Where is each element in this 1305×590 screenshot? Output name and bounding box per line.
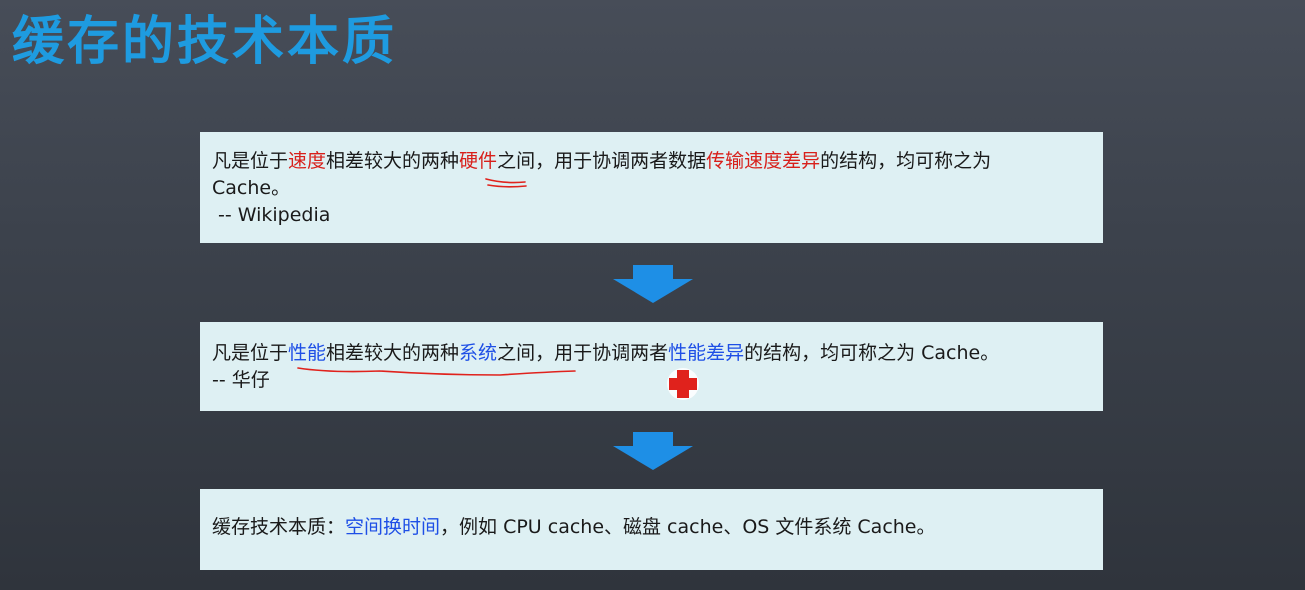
text-segment: 凡是位于 bbox=[212, 150, 289, 172]
down-arrow-icon bbox=[613, 265, 693, 303]
text-segment: Cache。 bbox=[212, 177, 291, 199]
down-arrow-icon bbox=[613, 432, 693, 470]
text-segment: ，例如 CPU cache、磁盘 cache、OS 文件系统 Cache。 bbox=[440, 516, 936, 538]
highlight-performance-diff: 性能差异 bbox=[668, 342, 745, 364]
highlight-space-for-time: 空间换时间 bbox=[345, 516, 441, 538]
text-segment: 凡是位于 bbox=[212, 342, 289, 364]
text-segment: 之间，用于协调两者数据 bbox=[497, 150, 707, 172]
definition-text: 凡是位于性能相差较大的两种系统之间，用于协调两者性能差异的结构，均可称之为 Ca… bbox=[212, 340, 1091, 367]
text-segment: 的结构，均可称之为 bbox=[820, 150, 992, 172]
text-segment: 缓存技术本质： bbox=[212, 516, 346, 538]
essence-text: 缓存技术本质：空间换时间，例如 CPU cache、磁盘 cache、OS 文件… bbox=[212, 514, 1091, 541]
source-wikipedia: -- Wikipedia bbox=[218, 204, 331, 226]
definition-box-author: 凡是位于性能相差较大的两种系统之间，用于协调两者性能差异的结构，均可称之为 Ca… bbox=[200, 322, 1103, 411]
definition-text: 凡是位于速度相差较大的两种硬件之间，用于协调两者数据传输速度差异的结构，均可称之… bbox=[212, 148, 1091, 202]
highlight-hardware: 硬件 bbox=[459, 150, 498, 172]
essence-box: 缓存技术本质：空间换时间，例如 CPU cache、磁盘 cache、OS 文件… bbox=[200, 489, 1103, 570]
highlight-speed: 速度 bbox=[288, 150, 327, 172]
text-segment: 之间，用于协调两者 bbox=[497, 342, 669, 364]
highlight-transfer-speed-diff: 传输速度差异 bbox=[706, 150, 821, 172]
definition-box-wikipedia: 凡是位于速度相差较大的两种硬件之间，用于协调两者数据传输速度差异的结构，均可称之… bbox=[200, 132, 1103, 243]
highlight-system: 系统 bbox=[459, 342, 498, 364]
text-segment: 相差较大的两种 bbox=[326, 150, 460, 172]
slide-title: 缓存的技术本质 bbox=[12, 12, 398, 72]
source-author: -- 华仔 bbox=[212, 369, 270, 391]
text-segment: 的结构，均可称之为 Cache。 bbox=[744, 342, 1000, 364]
text-segment: 相差较大的两种 bbox=[326, 342, 460, 364]
red-cross-cursor-icon bbox=[667, 368, 699, 400]
highlight-performance: 性能 bbox=[288, 342, 327, 364]
